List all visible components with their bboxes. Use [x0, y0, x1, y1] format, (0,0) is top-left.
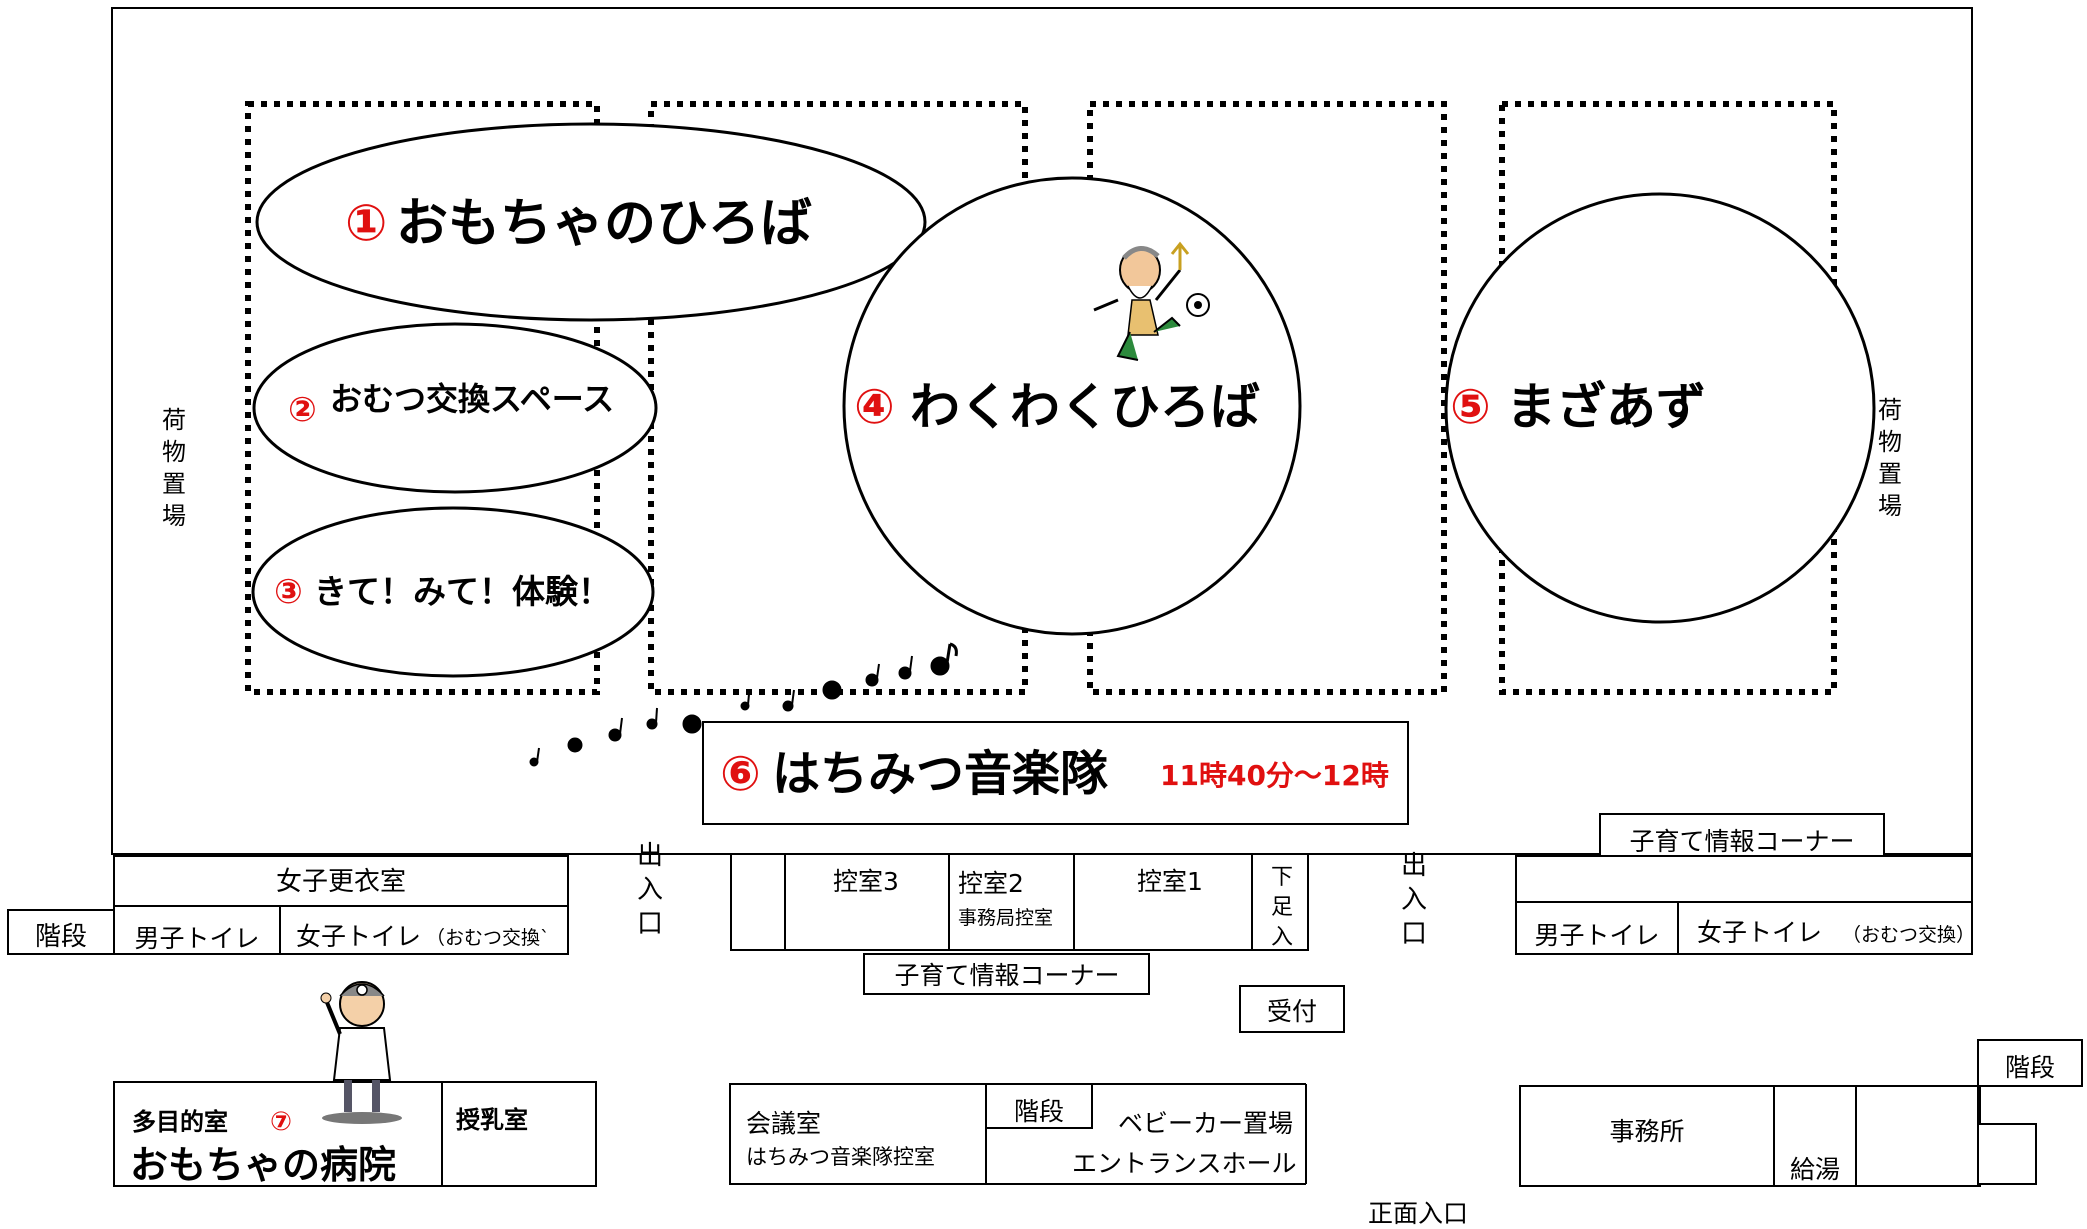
svg-text:口: 口	[1401, 919, 1427, 949]
area-2-diaper-space	[252, 322, 658, 494]
svg-text:入: 入	[637, 875, 663, 905]
stroller-area-label: ベビーカー置場	[1118, 1109, 1293, 1138]
area-4-number: ④	[854, 379, 895, 435]
storage-label-right: 荷 物 置 場	[1878, 396, 1902, 520]
womens-toilet-right	[1677, 901, 1973, 955]
diaper-note-left: （おむつ交換`	[426, 927, 550, 949]
diaper-note-right: （おむつ交換）	[1842, 924, 1975, 946]
area-7-room: 多目的室	[132, 1108, 228, 1136]
exit-right: 出 入 口	[1401, 851, 1427, 949]
area-1-label: おもちゃのひろば	[396, 194, 812, 254]
svg-text:場: 場	[1878, 492, 1902, 520]
secretariat-waiting-label: 事務局控室	[958, 907, 1053, 929]
music-notes-icon	[529, 642, 958, 767]
waiting-room-2	[948, 853, 1075, 951]
area-4-label: わくわくひろば	[910, 378, 1260, 436]
area-2-label: おむつ交換スペース	[330, 380, 614, 418]
svg-text:入: 入	[1401, 885, 1427, 915]
mens-toilet-left	[113, 905, 281, 955]
childcare-info-corner-center	[863, 953, 1150, 995]
exit-left: 出 入 口	[637, 841, 663, 939]
right-small-room	[1977, 1123, 2037, 1185]
mens-toilet-right	[1515, 901, 1679, 955]
area-2-number: ②	[288, 390, 317, 430]
womens-toilet-left-label: 女子トイレ	[296, 922, 421, 951]
multipurpose-room	[113, 1081, 443, 1187]
girls-changing-label: 女子更衣室	[276, 867, 406, 897]
band-waiting-label: はちみつ音楽隊控室	[746, 1145, 935, 1169]
area-5-label: まざあず	[1506, 378, 1706, 436]
area-3-experience	[251, 506, 655, 678]
meeting-room	[729, 1083, 987, 1185]
svg-text:入: 入	[1271, 925, 1293, 950]
svg-text:足: 足	[1271, 895, 1293, 920]
nursing-room	[441, 1081, 597, 1187]
svg-text:置: 置	[162, 470, 186, 498]
mens-toilet-left-label: 男子トイレ	[134, 924, 259, 953]
shoe-entrance-label: 下 足 入	[1271, 865, 1293, 950]
reception	[1239, 985, 1345, 1033]
area-7-label: おもちゃの病院	[130, 1143, 396, 1187]
area-1-number: ①	[345, 194, 387, 252]
waiting-room-1-label: 控室1	[1137, 867, 1203, 896]
svg-text:下: 下	[1271, 865, 1293, 890]
shoe-entrance	[1251, 853, 1309, 951]
svg-text:物: 物	[162, 438, 186, 466]
area-4-waku-plaza	[842, 176, 1302, 636]
svg-text:物: 物	[1878, 428, 1902, 456]
svg-text:荷: 荷	[1878, 396, 1902, 424]
area-6-time: 11時40分～12時	[1160, 759, 1389, 792]
stairs-right-block	[1855, 1085, 1981, 1187]
main-entrance-label: 正面入口	[1368, 1199, 1468, 1228]
svg-text:口: 口	[637, 909, 663, 939]
waiting-room-1	[1073, 853, 1253, 951]
entrance-hall-label: エントランスホール	[1072, 1149, 1297, 1178]
storage-label-left: 荷 物 置 場	[162, 406, 186, 530]
childcare-info-center-label: 子育て情報コーナー	[894, 961, 1119, 990]
soccer-mascot-icon	[1093, 241, 1210, 361]
womens-toilet-left	[279, 905, 569, 955]
office	[1519, 1085, 1775, 1187]
waiting-room-3	[784, 853, 950, 951]
nursing-room-label: 授乳室	[456, 1106, 528, 1134]
svg-text:場: 場	[162, 502, 186, 530]
waiting-room-2-label: 控室2	[958, 869, 1024, 898]
womens-toilet-right-label: 女子トイレ	[1697, 918, 1822, 947]
mens-toilet-right-label: 男子トイレ	[1534, 921, 1659, 950]
stairs-center-label: 階段	[1014, 1097, 1064, 1126]
hot-water-room	[1773, 1085, 1857, 1187]
stairs-center	[985, 1083, 1093, 1129]
area-5-mothers	[1444, 192, 1876, 624]
waiting-blank	[730, 853, 786, 951]
area-3-label: きて！みて！体験！	[314, 572, 611, 611]
office-label: 事務所	[1609, 1117, 1684, 1146]
meeting-room-label: 会議室	[746, 1109, 821, 1138]
stairs-left-label: 階段	[35, 922, 87, 952]
stairs-right-label: 階段	[2005, 1053, 2055, 1082]
svg-text:出: 出	[637, 841, 663, 871]
svg-text:置: 置	[1878, 460, 1902, 488]
area-1-toy-plaza	[255, 122, 927, 322]
childcare-info-right-label: 子育て情報コーナー	[1629, 827, 1854, 856]
reception-label: 受付	[1267, 997, 1317, 1026]
right-corridor	[1515, 855, 1973, 903]
svg-text:出: 出	[1401, 851, 1427, 881]
area-5-number: ⑤	[1450, 379, 1491, 435]
area-7-number: ⑦	[270, 1107, 292, 1137]
stairs-right	[1977, 1039, 2083, 1087]
svg-text:荷: 荷	[162, 406, 186, 434]
area-3-number: ③	[274, 572, 303, 612]
waiting-room-3-label: 控室3	[833, 867, 899, 896]
doctor-icon	[320, 981, 402, 1124]
area-6-label: はちみつ音楽隊	[772, 746, 1108, 802]
area-6-honeybee-band	[702, 721, 1409, 825]
hot-water-label: 給湯	[1790, 1155, 1840, 1184]
childcare-info-corner-right	[1599, 813, 1885, 857]
area-6-number: ⑥	[720, 746, 761, 802]
